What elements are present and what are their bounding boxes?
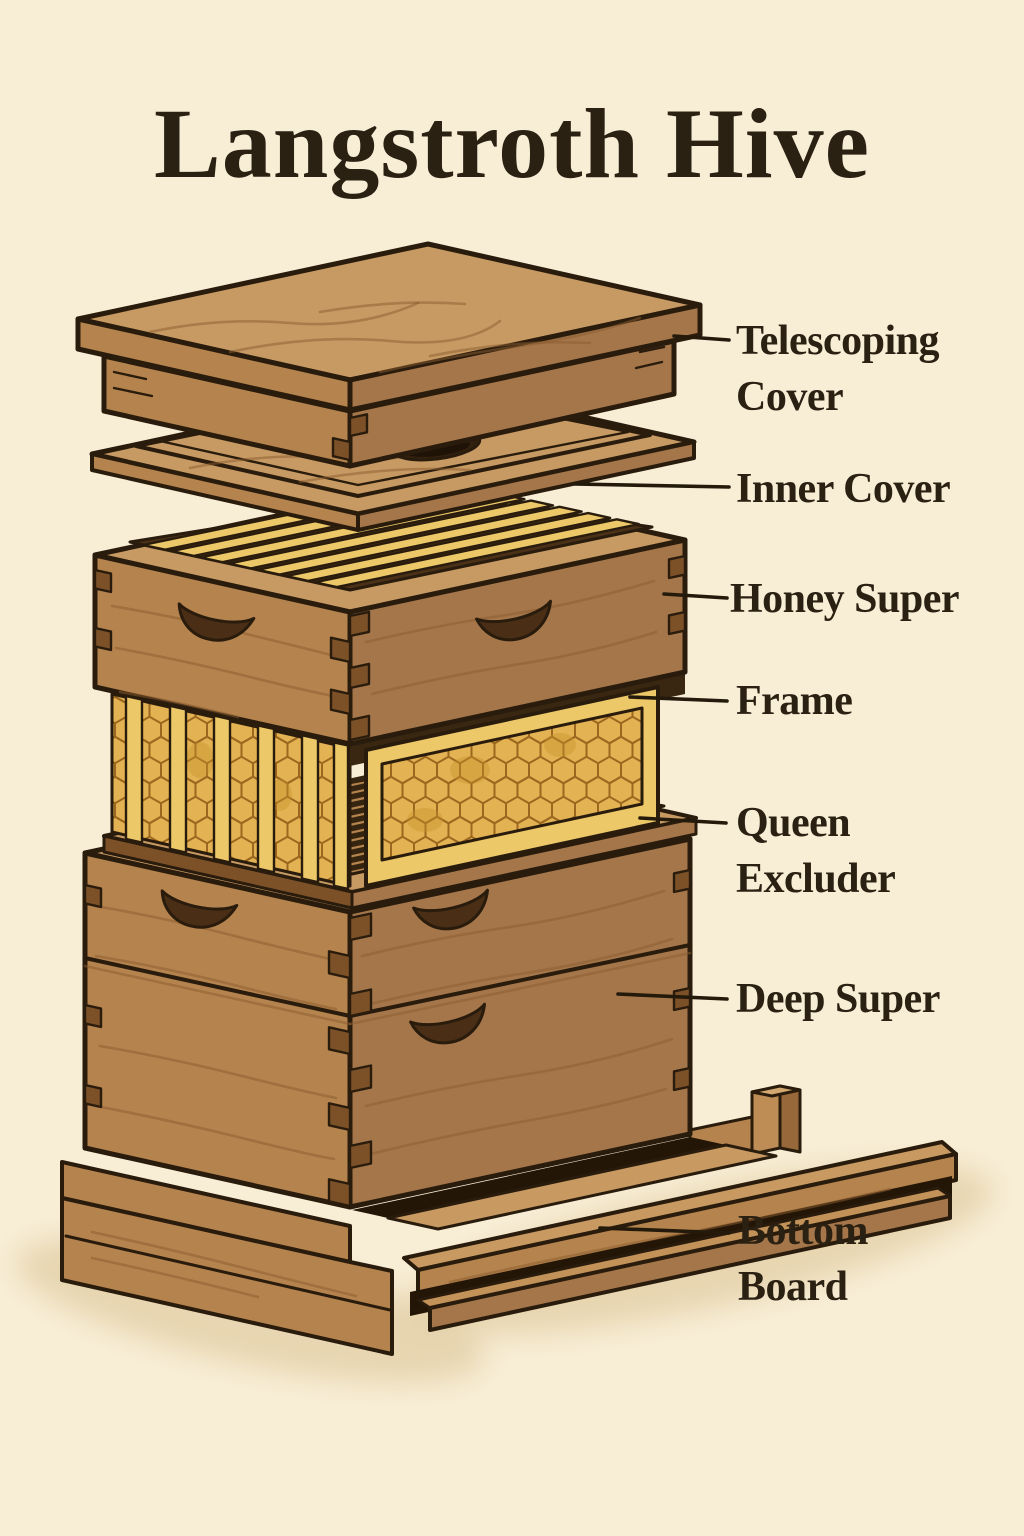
honey-super-part — [92, 480, 688, 747]
label-telescoping-cover: Telescoping Cover — [736, 318, 939, 420]
finger-joints — [83, 868, 692, 1208]
telescoping-cover-part — [75, 241, 703, 469]
honeycomb-face — [380, 706, 644, 862]
leader-line-telescoping-cover — [672, 334, 731, 342]
label-queen-excluder: Queen Excluder — [736, 800, 896, 902]
leader-line-bottom-board — [598, 1226, 731, 1235]
label-deep-super: Deep Super — [736, 976, 940, 1022]
label-frame: Frame — [736, 678, 853, 724]
leader-line-queen-excluder — [638, 816, 728, 825]
finger-joints — [93, 554, 687, 742]
label-inner-cover: Inner Cover — [736, 466, 951, 512]
leader-line-honey-super — [662, 592, 729, 600]
leader-line-frame — [628, 695, 729, 703]
label-honey-super: Honey Super — [730, 576, 960, 622]
hive-entrance — [352, 1137, 726, 1218]
deep-super-part — [82, 777, 693, 1210]
label-bottom-board: Bottom Board — [738, 1208, 868, 1310]
leader-line-inner-cover — [573, 482, 731, 489]
bottom-board-part — [60, 1084, 958, 1356]
leader-lines — [573, 334, 731, 1235]
page-title: Langstroth Hive — [154, 88, 870, 199]
leader-line-deep-super — [616, 992, 729, 1001]
frames-part — [110, 674, 685, 891]
